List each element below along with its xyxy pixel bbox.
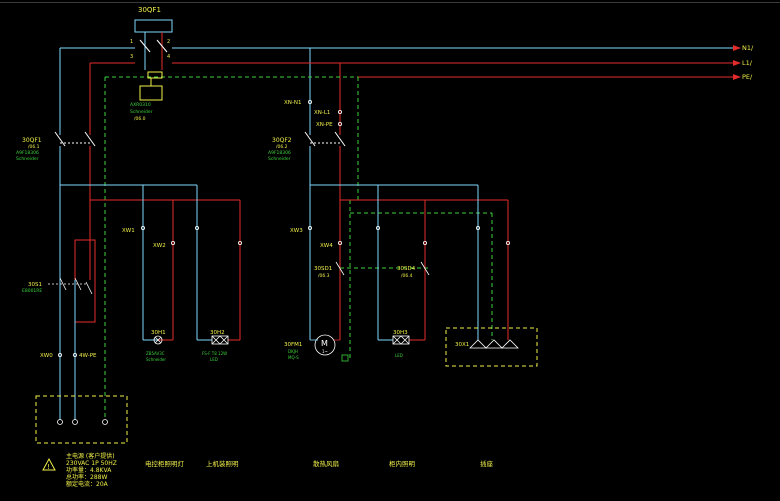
main-breaker-pole3: 3 — [130, 54, 133, 60]
h2-tag: 30H2 — [210, 330, 225, 336]
right-distribution — [309, 184, 509, 341]
lamp-30h1 — [153, 335, 163, 345]
right-breaker — [304, 120, 346, 200]
m1-tag: 30FM1 — [284, 342, 302, 348]
switch-sub: E8001RE — [22, 288, 42, 294]
right-breaker-tag: 30QF2 — [272, 137, 292, 144]
caption-1: 电控柜照明灯 — [145, 459, 185, 468]
motor-symbol: M — [321, 339, 328, 348]
note-line5: 额定电流：20A — [66, 480, 109, 488]
xw3-label: XW3 — [290, 228, 303, 234]
fan-motor — [310, 334, 349, 362]
bus-label-l1: L1/ — [742, 59, 753, 67]
sd4-tag: 30SD4 — [397, 266, 416, 272]
caption-4: 柜内照明 — [389, 459, 416, 468]
caption-5: 插座 — [480, 459, 494, 468]
earth-dashed — [104, 76, 493, 420]
right-breaker-sub1: /06.2 — [276, 144, 288, 150]
xw0-label: XW0 — [40, 353, 53, 359]
xn-pe-label: XN-PE — [316, 122, 333, 128]
h3-sub: LED — [395, 353, 403, 358]
socket-tag: 30X1 — [455, 342, 469, 348]
note-line2: 230VAC 1P 50HZ — [66, 460, 117, 467]
left-distribution — [59, 184, 241, 420]
top-border-line — [0, 2, 780, 3]
main-breaker-pole2: 2 — [167, 39, 170, 45]
motor-sub: 1~ — [322, 349, 328, 354]
lamp-30h3 — [392, 335, 410, 345]
supply-box — [35, 395, 128, 444]
socket-box — [445, 327, 538, 367]
sd4-sub: /06.4 — [401, 273, 413, 279]
note-line4: 总功率：288W — [66, 473, 107, 481]
left-breaker-sub1: /06.1 — [28, 144, 40, 150]
sd1-tag: 30SD1 — [314, 266, 332, 272]
h2-sub1: FS-F T8 12W — [202, 351, 227, 356]
main-breaker-note3: /06.0 — [134, 116, 146, 122]
left-breaker-sub3: Schneider — [16, 156, 39, 162]
h1-sub2: Schneider — [146, 357, 166, 362]
m1-sub2: MQ-S — [288, 355, 299, 360]
lamp-30h2 — [211, 335, 229, 345]
note-line1: 主电源 (客户提供) — [66, 452, 115, 460]
main-breaker — [134, 19, 173, 101]
neutral-bus — [59, 45, 741, 125]
caption-3: 散热风扇 — [313, 459, 339, 468]
left-breaker-tag: 30QF1 — [22, 137, 42, 144]
m1-sub1: DKJH — [288, 349, 298, 354]
caption-2: 上机装照明 — [206, 459, 239, 468]
main-breaker-note1: AXR0310 — [130, 102, 151, 108]
live-bus — [89, 60, 741, 125]
svg-text:!: ! — [47, 463, 50, 471]
xn-l1-label: XN-L1 — [314, 110, 330, 116]
xw2-label: XW2 — [153, 243, 166, 249]
xw0-pe-label: 4W-PE — [79, 353, 97, 359]
bus-label-n1: N1/ — [742, 44, 754, 52]
h1-sub1: ZB5AV3C — [146, 351, 165, 356]
left-breaker — [54, 125, 96, 200]
main-breaker-tag: 30QF1 — [138, 6, 161, 14]
h2-sub2: LED — [210, 357, 218, 362]
switch-30s1 — [48, 277, 93, 295]
warning-icon: ! — [42, 457, 56, 471]
right-terminals — [307, 225, 510, 245]
main-breaker-pole1: 1 — [130, 39, 133, 45]
note-line3: 功率量：4.8KVA — [66, 466, 112, 474]
xn-terminals — [307, 100, 342, 127]
bus-label-pe: PE/ — [742, 73, 753, 81]
main-breaker-note2: Schneider — [130, 109, 153, 115]
xw4-label: XW4 — [320, 243, 333, 249]
h3-tag: 30H3 — [393, 330, 408, 336]
right-breaker-sub2: A9F18306 — [268, 150, 291, 156]
xn-n1-label: XN-N1 — [284, 100, 301, 106]
h1-tag: 30H1 — [151, 330, 166, 336]
switch-tag: 30S1 — [28, 282, 42, 288]
door-switches — [335, 261, 430, 276]
left-terminals — [58, 225, 242, 357]
xw1-label: XW1 — [122, 228, 135, 234]
sd1-sub: /06.3 — [318, 273, 330, 279]
right-breaker-sub3: Schneider — [268, 156, 291, 162]
main-breaker-pole4: 4 — [167, 54, 170, 60]
left-breaker-sub2: A9F18306 — [16, 150, 39, 156]
